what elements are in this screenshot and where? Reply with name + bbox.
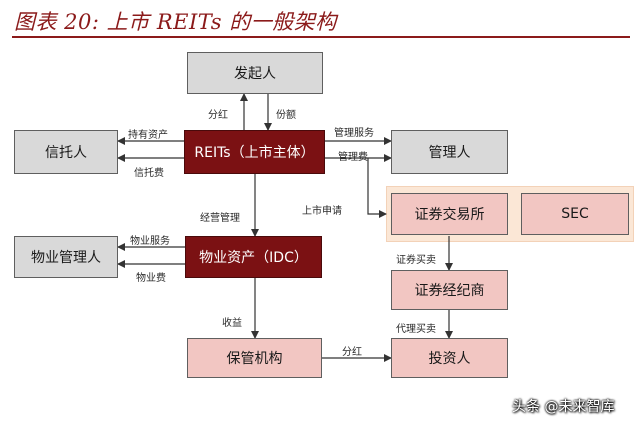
label-dividend-bottom: 分红 [342, 347, 362, 358]
node-custodian: 保管机构 [187, 338, 322, 378]
label-trust-fee: 信托费 [134, 168, 164, 179]
node-exchange: 证券交易所 [391, 193, 508, 235]
node-property-manager: 物业管理人 [14, 236, 118, 278]
node-reit: REITs（上市主体） [184, 130, 325, 174]
label-property-fee: 物业费 [136, 273, 166, 284]
node-trustee: 信托人 [14, 130, 118, 174]
node-sec: SEC [521, 193, 629, 235]
watermark: 头条 @未来智库 [512, 399, 615, 415]
node-broker: 证券经纪商 [391, 270, 508, 310]
node-investor: 投资人 [391, 338, 508, 378]
node-sponsor: 发起人 [187, 52, 323, 94]
label-listing-application: 上市申请 [302, 206, 342, 217]
label-dividend-top: 分红 [208, 110, 228, 121]
label-operation-mgmt: 经营管理 [200, 213, 240, 224]
arrow-listing-application [367, 158, 387, 218]
label-holds-assets: 持有资产 [128, 130, 168, 141]
label-income: 收益 [222, 318, 242, 329]
figure-title: 图表 20: 上市 REITs 的一般架构 [14, 10, 337, 34]
node-property-asset: 物业资产（IDC） [185, 236, 322, 278]
title-divider [12, 36, 630, 38]
node-manager: 管理人 [391, 130, 508, 174]
label-securities-trading: 证券买卖 [396, 255, 436, 266]
label-mgmt-fee: 管理费 [338, 152, 368, 163]
label-shares: 份额 [276, 110, 296, 121]
label-mgmt-service: 管理服务 [334, 128, 374, 139]
label-property-service: 物业服务 [130, 236, 170, 247]
label-agency-trading: 代理买卖 [396, 324, 436, 335]
